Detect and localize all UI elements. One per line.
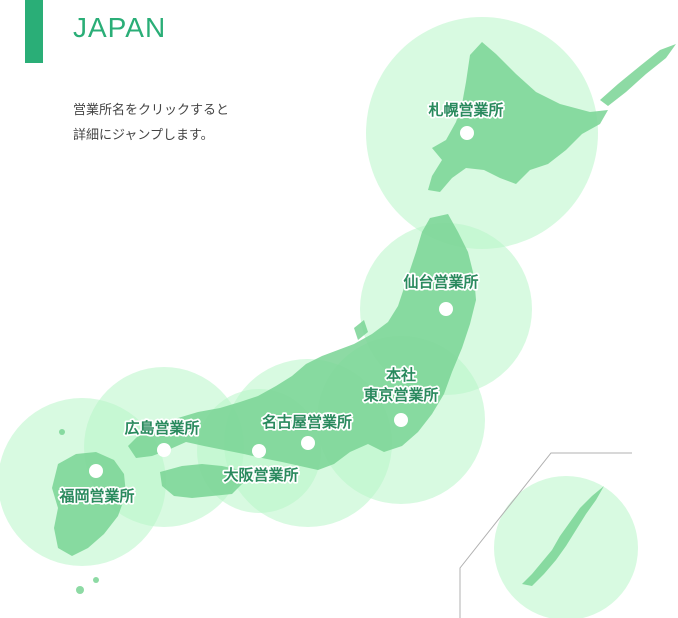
title-accent-bar	[25, 0, 43, 63]
instructions-line-2: 詳細にジャンプします。	[73, 128, 214, 143]
label-nagoya[interactable]: 名古屋営業所	[260, 411, 354, 433]
page-title: JAPAN	[73, 12, 167, 43]
marker-hiroshima[interactable]	[157, 443, 171, 457]
shikoku-island	[160, 464, 244, 498]
small-island-3	[59, 429, 65, 435]
sado-island	[354, 320, 368, 340]
kyushu-island	[52, 452, 126, 556]
label-sapporo[interactable]: 札幌営業所	[426, 99, 506, 121]
marker-osaka[interactable]	[252, 444, 266, 458]
land	[52, 42, 676, 594]
okinawa-islands	[522, 486, 604, 586]
marker-fukuoka[interactable]	[89, 464, 103, 478]
marker-nagoya[interactable]	[301, 436, 315, 450]
marker-sapporo[interactable]	[460, 126, 474, 140]
label-fukuoka[interactable]: 福岡営業所	[57, 485, 137, 507]
label-tokyo-hq[interactable]: 本社	[384, 364, 418, 386]
instructions: 営業所名をクリックすると 詳細にジャンプします。	[73, 98, 229, 148]
small-island-2	[93, 577, 99, 583]
office-markers	[89, 126, 474, 478]
label-hiroshima[interactable]: 広島営業所	[123, 417, 202, 439]
marker-sendai[interactable]	[439, 302, 453, 316]
label-osaka[interactable]: 大阪営業所	[222, 464, 301, 486]
label-sendai[interactable]: 仙台営業所	[402, 271, 481, 293]
small-island-1	[76, 586, 84, 594]
honshu-island	[128, 214, 476, 470]
office-labels: 札幌営業所 仙台営業所 本社 東京営業所 名古屋営業所 大阪営業所 広島営業所 …	[57, 99, 506, 507]
instructions-line-1: 営業所名をクリックすると	[73, 103, 230, 118]
label-tokyo[interactable]: 東京営業所	[362, 384, 441, 406]
hokkaido-island	[428, 42, 608, 192]
okinawa-inset-frame	[459, 452, 632, 618]
kuril-islands	[600, 44, 676, 106]
marker-tokyo[interactable]	[394, 413, 408, 427]
